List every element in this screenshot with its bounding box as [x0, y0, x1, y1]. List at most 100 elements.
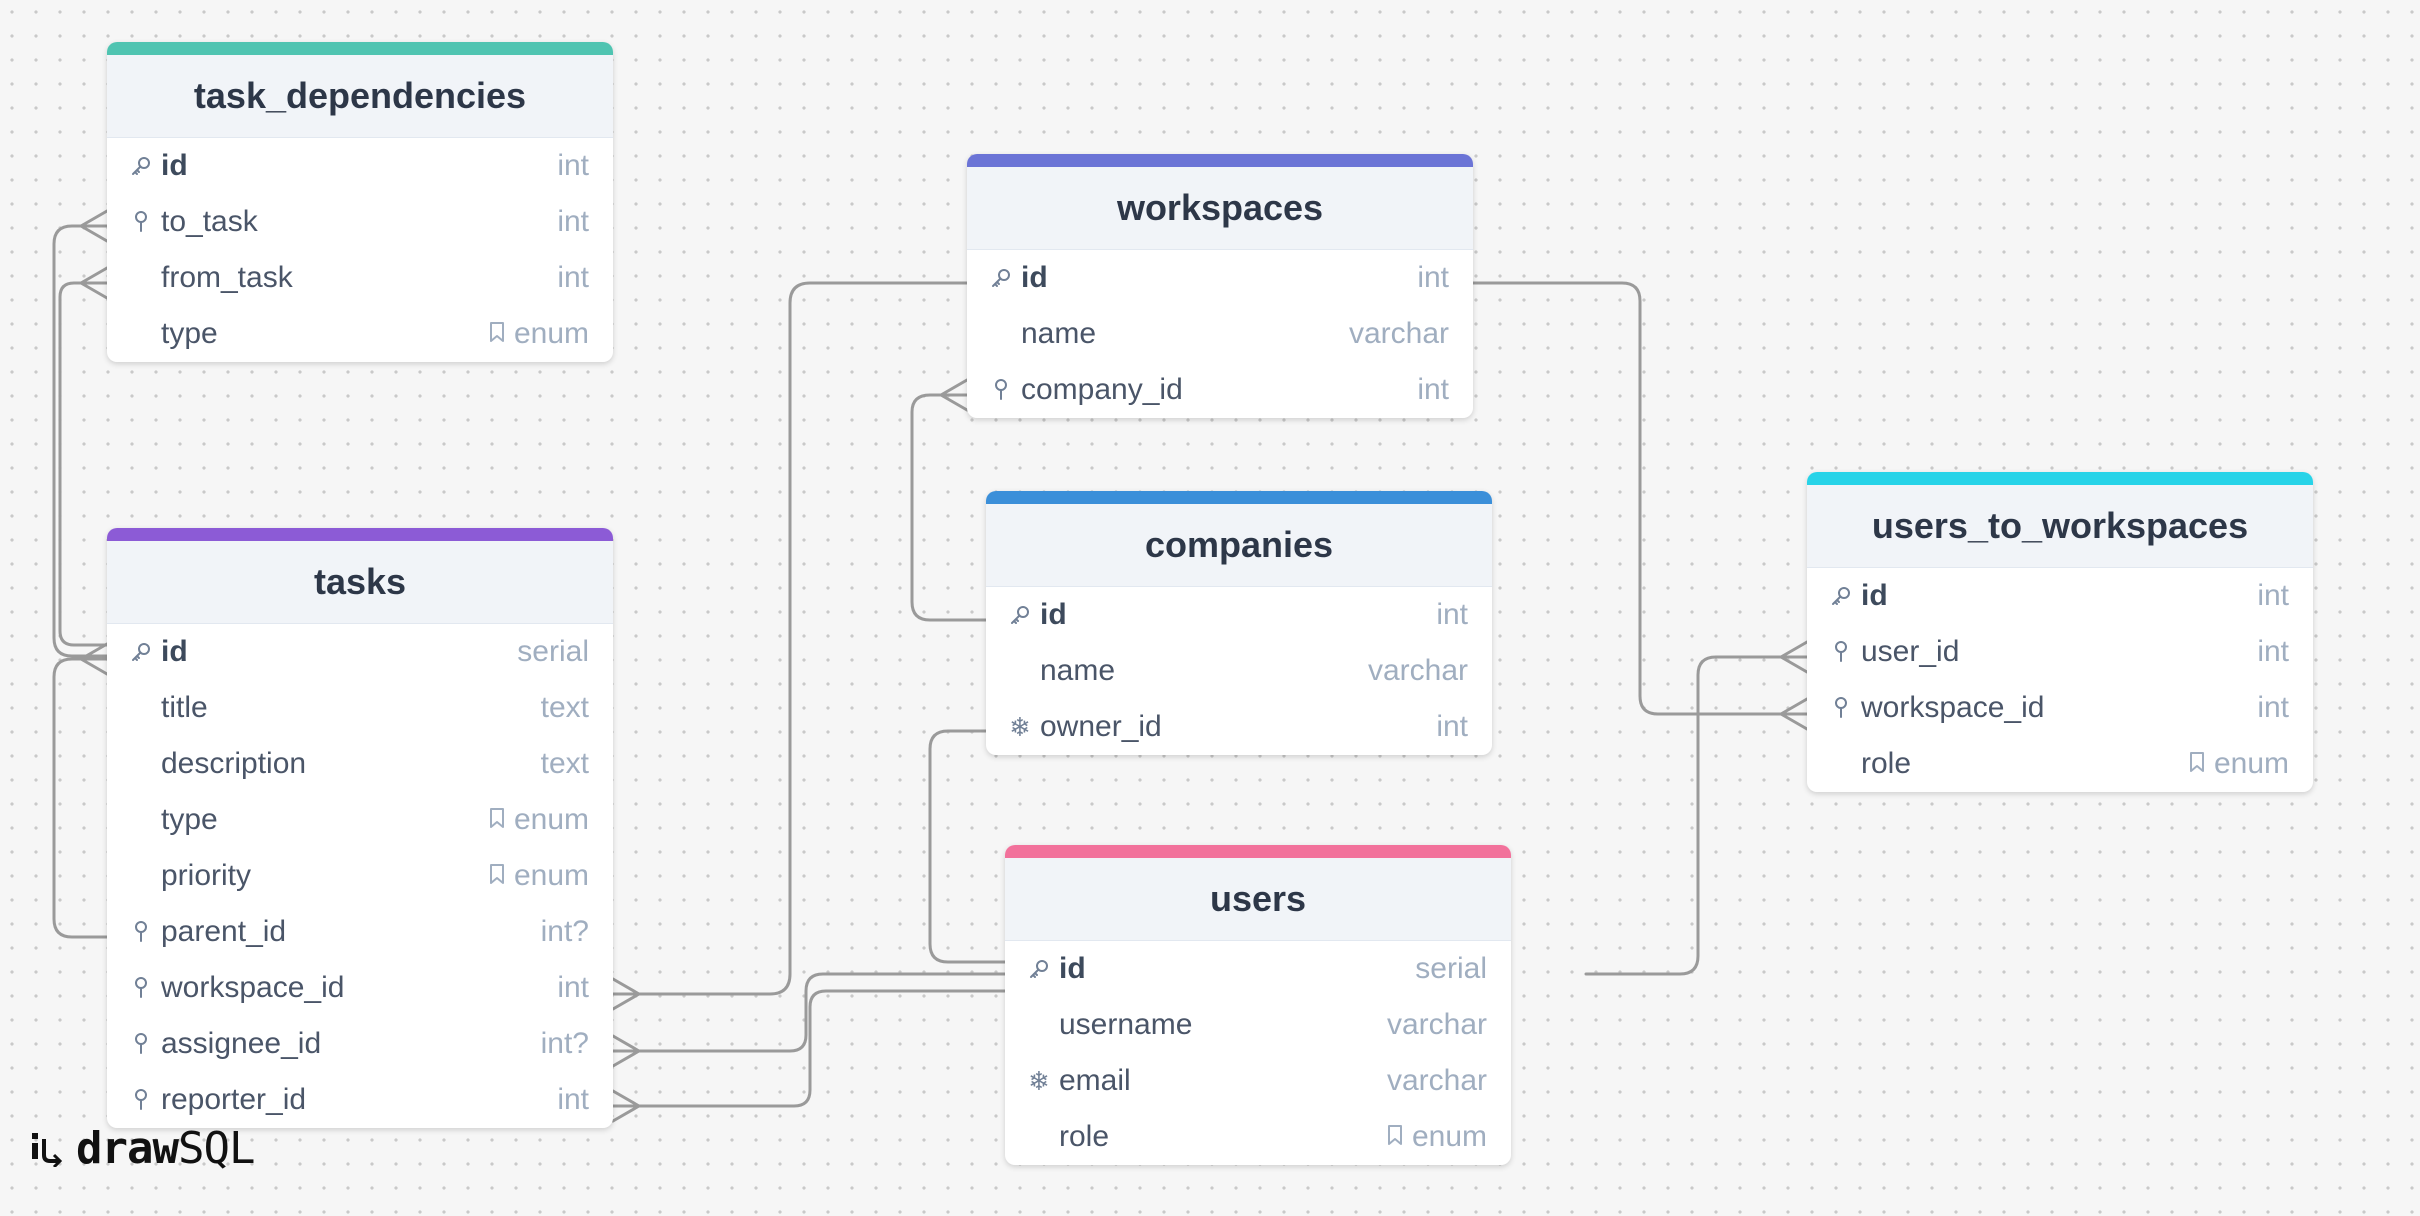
column-type-label: int	[1436, 710, 1468, 743]
column-type: varchar	[1387, 1008, 1487, 1042]
column-name: reporter_id	[161, 1083, 307, 1116]
column-type-label: varchar	[1367, 654, 1468, 687]
column-name: id	[1021, 261, 1048, 294]
column-name: from_task	[161, 261, 293, 294]
table-title[interactable]: workspaces	[967, 167, 1473, 250]
table-accent-bar	[1807, 472, 2313, 485]
column-name: role	[1059, 1120, 1110, 1153]
column-type: varchar	[1368, 654, 1468, 688]
crowfoot-icon	[611, 977, 641, 1011]
enum-icon	[488, 803, 506, 837]
column-name: id	[1040, 598, 1067, 631]
table-accent-bar	[107, 528, 613, 541]
foreign-key-icon	[127, 920, 155, 944]
table-title[interactable]: users	[1005, 858, 1511, 941]
column-type: int	[557, 149, 589, 183]
column-type-label: text	[540, 747, 589, 780]
table-title[interactable]: users_to_workspaces	[1807, 485, 2313, 568]
column-type: varchar	[1387, 1064, 1487, 1098]
relation-workspaces-to-tasks	[611, 281, 969, 996]
enum-icon	[488, 859, 506, 893]
column-name: assignee_id	[161, 1027, 322, 1060]
column-row[interactable]: assignee_id int?	[107, 1016, 613, 1072]
column-name: company_id	[1021, 373, 1183, 406]
column-row[interactable]: parent_id int?	[107, 904, 613, 960]
foreign-key-icon	[1827, 640, 1855, 664]
column-type: serial	[517, 635, 589, 669]
column-type-label: enum	[513, 859, 589, 892]
unique-key-icon: ❄	[1028, 1065, 1050, 1096]
table-accent-bar	[986, 491, 1492, 504]
column-type-label: int?	[540, 1027, 589, 1060]
column-type-label: int	[557, 205, 589, 238]
logo-text-sql: SQL	[177, 1122, 255, 1174]
column-row[interactable]: id serial	[107, 624, 613, 680]
table-accent-bar	[107, 42, 613, 55]
column-name: parent_id	[161, 915, 287, 948]
column-type: text	[541, 747, 589, 781]
column-type: enum	[488, 859, 589, 893]
column-name: type	[161, 317, 218, 350]
primary-key-icon	[127, 641, 155, 663]
table-title[interactable]: tasks	[107, 541, 613, 624]
table-title[interactable]: companies	[986, 504, 1492, 587]
column-type-label: int?	[540, 915, 589, 948]
column-type-label: int	[2257, 635, 2289, 668]
foreign-key-icon	[987, 378, 1015, 402]
column-name: id	[1059, 952, 1086, 985]
crowfoot-icon	[79, 266, 109, 300]
relation-tasks-parent	[52, 657, 109, 939]
crowfoot-icon	[79, 209, 109, 243]
column-type-label: int	[1417, 261, 1449, 294]
column-row[interactable]: id int	[967, 250, 1473, 306]
column-type: int	[2257, 691, 2289, 725]
column-type-label: int	[2257, 579, 2289, 612]
crowfoot-icon	[79, 642, 109, 676]
column-type-label: varchar	[1386, 1008, 1487, 1041]
column-row[interactable]: ❄ owner_id int	[986, 699, 1492, 755]
column-type: varchar	[1349, 317, 1449, 351]
column-name: id	[161, 635, 188, 668]
column-name: owner_id	[1040, 710, 1162, 743]
primary-key-icon	[1006, 604, 1034, 626]
foreign-key-icon	[127, 210, 155, 234]
foreign-key-icon	[127, 1088, 155, 1112]
column-type-label: int	[557, 971, 589, 1004]
table-accent-bar	[967, 154, 1473, 167]
enum-icon	[488, 317, 506, 351]
primary-key-icon	[1025, 958, 1053, 980]
table-title[interactable]: task_dependencies	[107, 55, 613, 138]
column-type-label: enum	[513, 803, 589, 836]
unique-key-icon: ❄	[1009, 711, 1031, 742]
primary-key-icon	[127, 155, 155, 177]
